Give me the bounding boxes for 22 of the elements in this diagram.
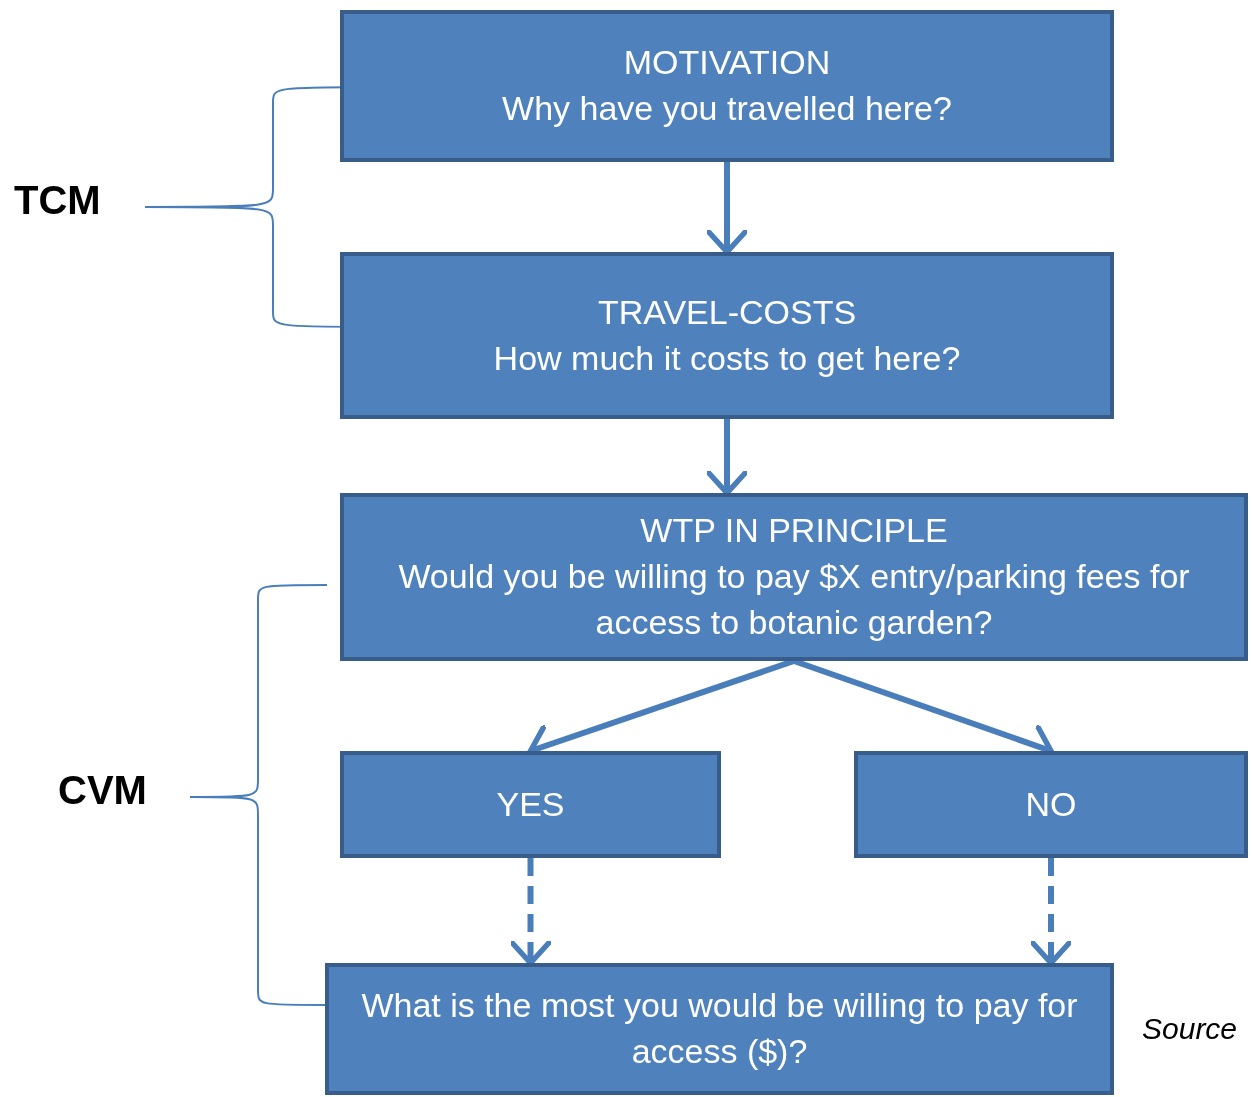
process-box: [340, 10, 1114, 162]
box-heading: TRAVEL-COSTS: [597, 291, 857, 333]
method-label: CVM: [58, 768, 147, 813]
process-box: [325, 963, 1114, 1095]
box-text: YES: [496, 783, 565, 825]
box-text: Would you be willing to pay $X entry/parking fees for access to botanic garden?: [397, 556, 1191, 643]
arrow: [1030, 858, 1072, 966]
process-box: [854, 751, 1248, 858]
box-text: What is the most you would be willing to pay for access ($)?: [360, 985, 1079, 1072]
process-box: [340, 493, 1248, 661]
box-text: NO: [1025, 783, 1077, 825]
box-text: Why have you travelled here?: [502, 88, 952, 129]
arrow: [706, 162, 748, 255]
source-note: Source: [1142, 1012, 1238, 1046]
box-heading: WTP IN PRINCIPLE: [640, 510, 948, 552]
method-label: TCM: [14, 178, 101, 223]
box-heading: MOTIVATION: [623, 42, 831, 84]
process-box: [340, 751, 721, 858]
arrow: [509, 858, 552, 966]
process-box: [340, 252, 1114, 419]
box-text: How much it costs to get here?: [493, 337, 961, 379]
arrow: [706, 419, 748, 496]
